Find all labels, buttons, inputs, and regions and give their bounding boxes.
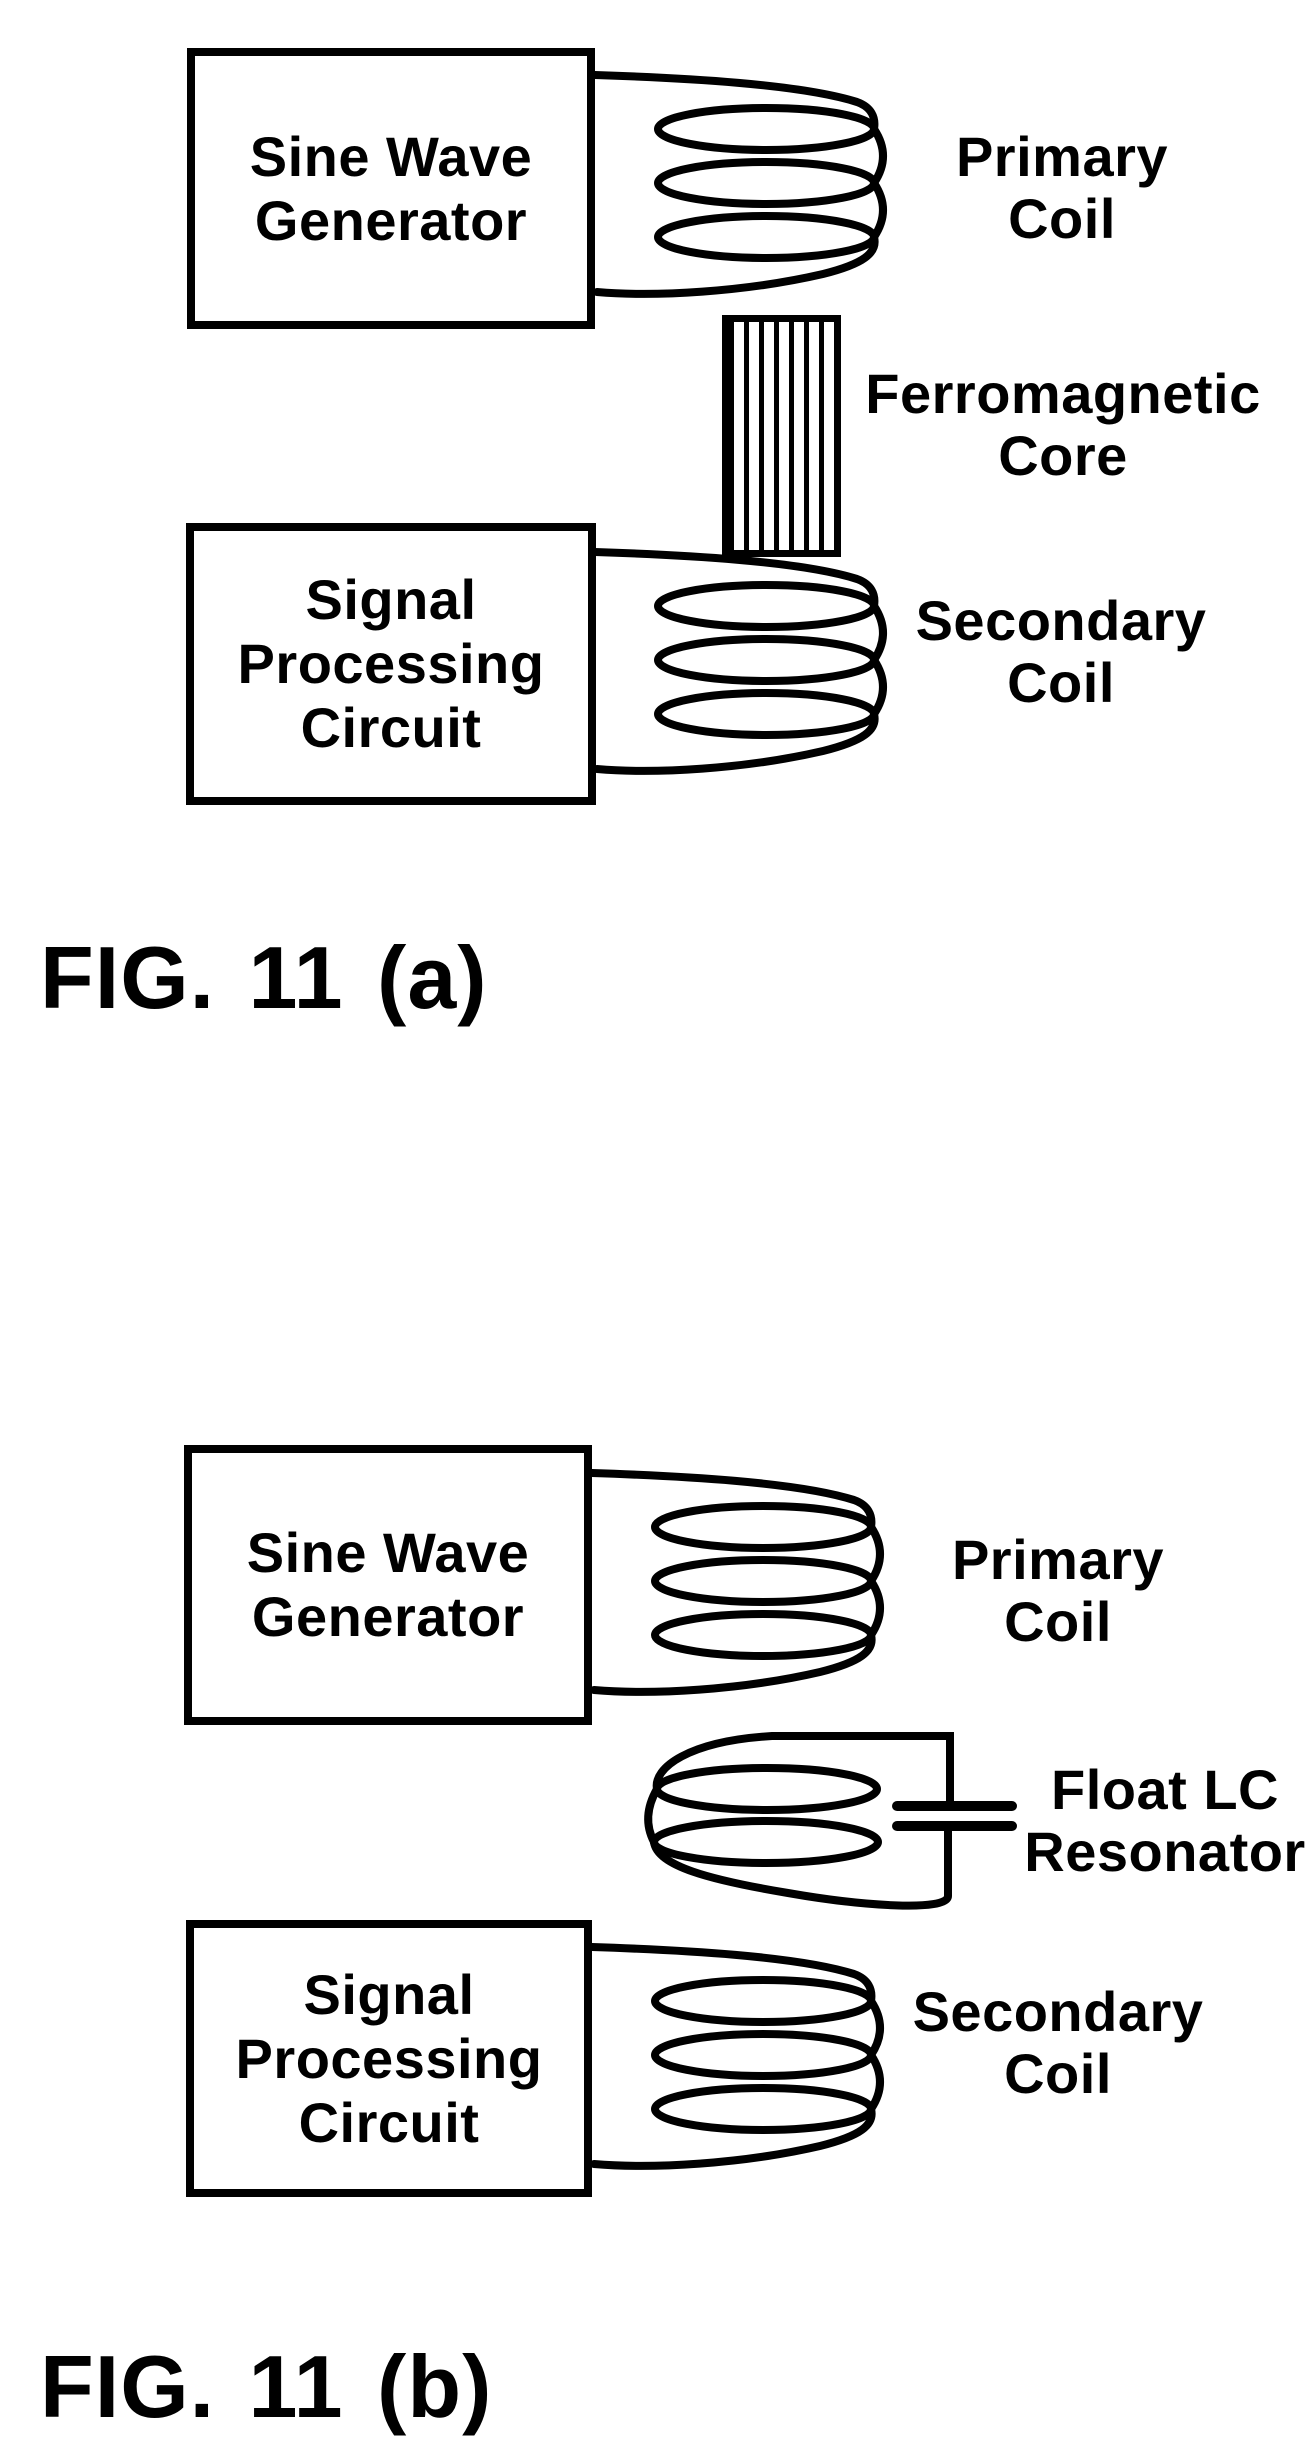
- secondary-coil-drawing-a: [595, 552, 883, 771]
- primary-coil-label-a: Primary Coil: [912, 126, 1212, 250]
- figure-a-caption: FIG. 11 (a): [40, 928, 488, 1027]
- signal-processing-b-label-line2: Processing: [235, 2026, 543, 2090]
- sine-wave-generator-label-line1: Sine Wave: [249, 124, 533, 188]
- float-lc-resonator-label-line2: Resonator: [1024, 1820, 1306, 1883]
- ferromagnetic-core-label-line2: Core: [998, 424, 1128, 487]
- primary-coil-drawing-a: [595, 75, 883, 294]
- signal-processing-b-label-line1: Signal: [303, 1962, 475, 2026]
- signal-processing-label-line3: Circuit: [300, 696, 482, 759]
- secondary-coil-label-a-line1: Secondary: [915, 589, 1207, 652]
- sine-wave-generator-b-label-line2: Generator: [251, 1585, 525, 1648]
- signal-processing-circuit-box-a: Signal Processing Circuit: [186, 523, 596, 805]
- secondary-coil-label-a-line2: Coil: [1007, 651, 1115, 714]
- secondary-coil-drawing-b: [592, 1947, 880, 2166]
- float-lc-resonator-label: Float LC Resonator: [1015, 1759, 1312, 1883]
- ferromagnetic-core-label-line1: Ferromagnetic: [865, 362, 1261, 425]
- sine-wave-generator-box-a: Sine Wave Generator: [187, 48, 595, 329]
- primary-coil-label-b: Primary Coil: [908, 1529, 1208, 1653]
- float-lc-resonator-label-line1: Float LC: [1051, 1758, 1279, 1821]
- primary-coil-label-a-line2: Coil: [1008, 187, 1116, 250]
- sine-wave-generator-b-label-line1: Sine Wave: [246, 1521, 530, 1584]
- capacitor-icon: [892, 1801, 1017, 1831]
- secondary-coil-label-a: Secondary Coil: [911, 590, 1211, 714]
- sine-wave-generator-label-line2: Generator: [254, 188, 528, 252]
- primary-coil-label-a-line1: Primary: [955, 125, 1169, 188]
- secondary-coil-label-b-line2: Coil: [1004, 2042, 1112, 2105]
- sine-wave-generator-box-b: Sine Wave Generator: [184, 1445, 592, 1725]
- ferromagnetic-core-label: Ferromagnetic Core: [848, 363, 1278, 487]
- primary-coil-label-b-line2: Coil: [1004, 1590, 1112, 1653]
- signal-processing-label-line1: Signal: [305, 568, 477, 631]
- primary-coil-drawing-b: [592, 1473, 880, 1692]
- secondary-coil-label-b: Secondary Coil: [908, 1981, 1208, 2105]
- secondary-coil-label-b-line1: Secondary: [912, 1980, 1204, 2043]
- signal-processing-circuit-box-b: Signal Processing Circuit: [186, 1920, 592, 2197]
- figure-b-caption: FIG. 11 (b): [40, 2337, 493, 2436]
- float-lc-resonator-drawing: [644, 1732, 1017, 1910]
- signal-processing-label-line2: Processing: [237, 632, 545, 695]
- ferromagnetic-core-drawing: [722, 315, 841, 557]
- primary-coil-label-b-line1: Primary: [951, 1528, 1165, 1591]
- signal-processing-b-label-line3: Circuit: [298, 2090, 480, 2154]
